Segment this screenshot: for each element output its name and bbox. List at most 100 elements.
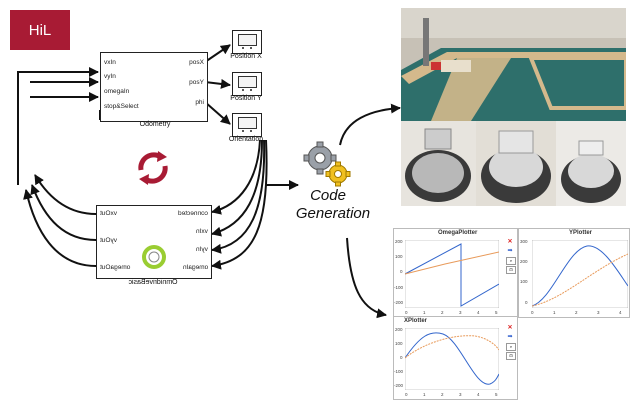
x-xtick: 1 [423, 392, 426, 397]
scope-orientation[interactable] [232, 113, 262, 137]
return-line [30, 184, 97, 241]
feedback-line [17, 67, 99, 185]
scope-position-x-label: Position X [230, 53, 262, 60]
omega-series-blue [405, 243, 499, 307]
scope-screen [238, 76, 257, 88]
photo-arrow [339, 103, 401, 146]
scope-orientation-label: Orientation [228, 136, 264, 143]
scope-position-y[interactable] [232, 72, 262, 96]
omega-ytick: 100 [395, 254, 403, 259]
hil-label: HiL [28, 21, 52, 39]
omnidrive-input-vx: vxIn [196, 228, 208, 235]
y-ytick: 100 [520, 279, 528, 284]
y-xtick: 4 [619, 310, 622, 315]
omega-plot-title: OmegaPlotter [438, 230, 478, 236]
scope-screen [238, 117, 257, 129]
arrow-icon[interactable]: ➡ [507, 248, 513, 254]
x-xtick: 0 [405, 392, 408, 397]
feed-line [211, 139, 268, 270]
y-series-orange [532, 253, 628, 307]
y-plot-area [532, 240, 628, 308]
robot-icon [142, 245, 166, 269]
return-line [23, 189, 97, 267]
x-ytick: -200 [394, 383, 404, 388]
feed-line [211, 139, 263, 237]
omnidrive-block[interactable]: vxOut vyOut omegaOut connected vxIn vyIn… [96, 205, 212, 279]
field-image [401, 8, 626, 121]
robots-image [401, 121, 626, 206]
scope-position-y-label: Position Y [230, 95, 262, 102]
odometry-output-phi: phi [195, 99, 204, 106]
arrow-icon[interactable]: ➡ [507, 334, 513, 340]
omega-ytick: 0 [400, 269, 403, 274]
omega-ytick: -200 [394, 300, 404, 305]
x-plot-title: XPlotter [404, 318, 428, 324]
x-xtick: 4 [477, 392, 480, 397]
omega-ytick: -100 [394, 285, 404, 290]
fit-icon[interactable]: ⊡ [506, 266, 516, 274]
omnidrive-output-vy: vyOut [100, 237, 117, 244]
omnidrive-input-connected: connected [178, 210, 208, 217]
odometry-input-vx: vxIn [104, 59, 116, 66]
phi-line [204, 101, 231, 125]
y-ytick: 300 [520, 239, 528, 244]
y-xtick: 0 [531, 310, 534, 315]
odometry-title: Odometry [139, 121, 171, 128]
omega-series-orange [405, 251, 499, 275]
close-icon[interactable]: ✕ [507, 325, 513, 331]
posx-line [204, 44, 231, 63]
x-ytick: -100 [394, 369, 404, 374]
x-xtick: 2 [441, 392, 444, 397]
x-xtick: 5 [495, 392, 498, 397]
omega-xtick: 0 [405, 310, 408, 315]
close-icon[interactable]: ✕ [507, 239, 513, 245]
posy-line [204, 78, 231, 89]
x-ytick: 0 [400, 355, 403, 360]
odometry-output-posx: posX [189, 59, 204, 66]
plot-arrow [346, 237, 387, 319]
odometry-input-stop: stop&Select [104, 103, 139, 110]
fit-icon[interactable]: ⊡ [506, 352, 516, 360]
scope-screen [238, 34, 257, 46]
x-plot-area [405, 328, 499, 390]
omega-xtick: 5 [495, 310, 498, 315]
omnidrive-output-omega: omegaOut [100, 264, 131, 271]
odometry-input-vy: vyIn [104, 73, 116, 80]
y-series-blue [532, 245, 628, 307]
omega-xtick: 2 [441, 310, 444, 315]
x-series-blue [405, 332, 499, 385]
omnidrive-input-vy: vyIn [196, 246, 208, 253]
omnidrive-title: OmnidriveBasic [128, 279, 178, 286]
odometry-output-posy: posY [189, 79, 204, 86]
hil-badge: HiL [10, 10, 70, 50]
x-xtick: 3 [459, 392, 462, 397]
x-ytick: 100 [395, 341, 403, 346]
odometry-block[interactable]: vxIn vyIn omegaIn stop&Select posX posY … [100, 52, 208, 122]
odometry-input-omega: omegaIn [104, 88, 130, 95]
feed-line [211, 139, 266, 254]
y-xtick: 2 [575, 310, 578, 315]
field-photo [401, 8, 626, 121]
zoom-icon[interactable]: ⌕ [506, 257, 516, 265]
codegen-label-2: Generation [295, 205, 371, 222]
scope-position-x[interactable] [232, 30, 262, 54]
gears-icon [303, 141, 351, 187]
codegen-label-1: Code [310, 187, 346, 204]
y-ytick: 200 [520, 259, 528, 264]
y-plot: YPlotter 300 200 100 0 0 1 2 3 4 [518, 228, 630, 318]
y-xtick: 1 [553, 310, 556, 315]
cycle-icon [138, 151, 168, 185]
x-series-orange [405, 335, 499, 359]
zoom-icon[interactable]: ⌕ [506, 343, 516, 351]
robots-photo [401, 121, 626, 206]
y-ytick: 0 [525, 300, 528, 305]
feed-line [211, 139, 261, 215]
x-ytick: 200 [395, 327, 403, 332]
omnidrive-input-omega: omegaIn [182, 264, 208, 271]
omega-xtick: 4 [477, 310, 480, 315]
return-line [34, 174, 97, 215]
omega-xtick: 3 [459, 310, 462, 315]
omega-xtick: 1 [423, 310, 426, 315]
omega-plot-area [405, 240, 499, 308]
